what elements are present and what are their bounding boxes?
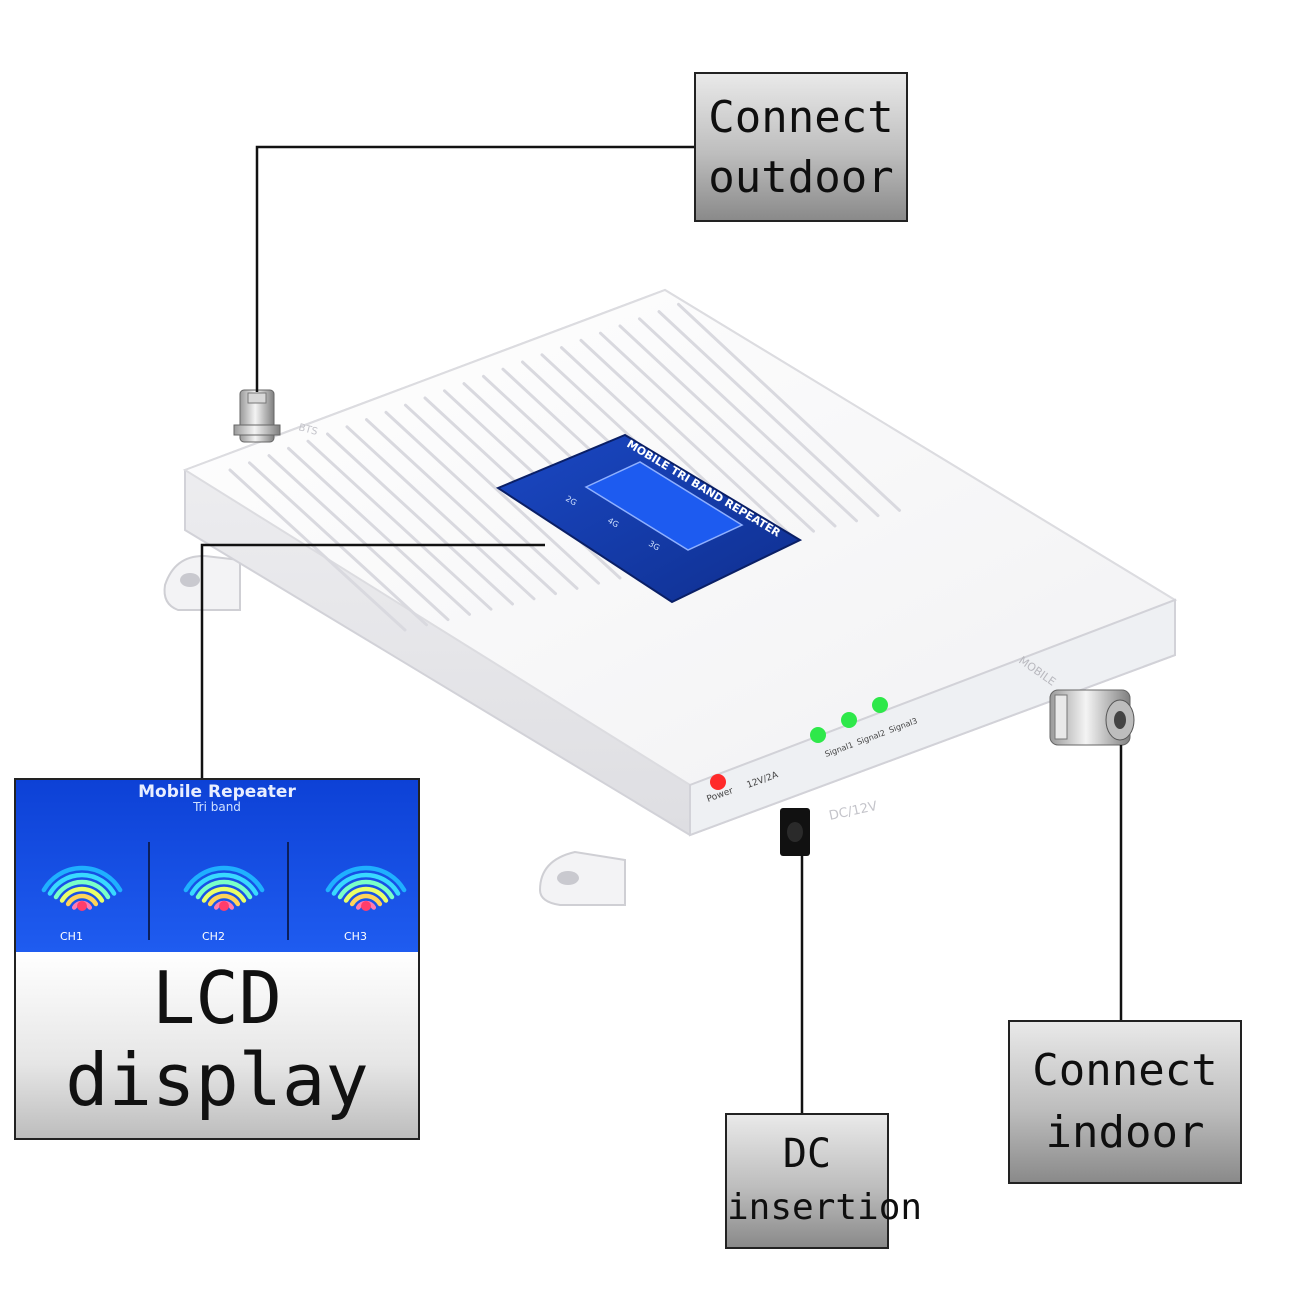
lcd-signal-arc xyxy=(47,872,117,896)
heatsink-groove xyxy=(579,338,794,538)
lcd-ch1-label: CH1 xyxy=(60,930,83,943)
lcd-caption: LCD display xyxy=(16,952,418,1138)
callout-dc-line1: DC xyxy=(782,1131,832,1177)
heatsink-groove xyxy=(384,410,579,590)
lcd-signal-arc xyxy=(183,865,265,893)
heatsink-groove xyxy=(677,302,901,512)
callout-connect-indoor: Connect indoor xyxy=(1008,1020,1242,1184)
heatsink-groove xyxy=(404,403,600,585)
heatsink-groove xyxy=(306,439,493,611)
callout-dc-insertion: DC insertion xyxy=(725,1113,923,1249)
heatsink-groove xyxy=(267,454,450,622)
callout-indoor-line2: indoor xyxy=(1045,1107,1205,1158)
callout-dc-line2: insertion xyxy=(727,1187,923,1228)
lcd-signal-arc xyxy=(189,872,259,896)
lcd-signal-arc xyxy=(201,886,247,903)
lcd-signal-dot xyxy=(361,901,371,911)
callout-outdoor-line1: Connect xyxy=(708,92,894,143)
heatsink-groove xyxy=(326,432,514,606)
leader-lines xyxy=(200,145,1123,1115)
lcd-signal-arc xyxy=(325,865,407,893)
mount-tab-bottom xyxy=(538,850,626,906)
device-front-face xyxy=(689,598,1176,837)
lcd-subtitle: Tri band xyxy=(193,800,241,814)
callout-outdoor-line2: outdoor xyxy=(708,152,894,203)
mount-hole-bottom xyxy=(557,871,579,885)
lcd-signal-arc xyxy=(343,886,389,903)
lcd-signal-arc xyxy=(337,879,395,900)
lcd-ch2-label: CH2 xyxy=(202,930,225,943)
lcd-title: Mobile Repeater xyxy=(138,782,296,802)
heatsink-groove xyxy=(599,331,815,533)
lcd-signal-arc xyxy=(53,879,111,900)
heatsink-groove xyxy=(345,425,536,601)
signal1-led xyxy=(810,727,826,743)
signal2-led xyxy=(841,712,857,728)
callout-indoor-line1: Connect xyxy=(1032,1045,1218,1096)
lcd-signal-dot xyxy=(219,901,229,911)
lcd-signal-arc xyxy=(59,886,105,903)
lcd-screen-zoom: Mobile Repeater Tri band CH1 CH2 CH3 xyxy=(16,780,418,952)
heatsink-groove xyxy=(638,317,858,523)
heatsink-groove xyxy=(365,418,557,596)
lcd-signal-dot xyxy=(77,901,87,911)
lcd-signal-arc xyxy=(349,893,383,907)
bts-port-label: BTS xyxy=(297,422,319,438)
heatsink-groove xyxy=(657,310,880,518)
power-led xyxy=(710,774,726,790)
signal3-led xyxy=(872,697,888,713)
lcd-signal-arc xyxy=(207,893,241,907)
lcd-ch3-label: CH3 xyxy=(344,930,367,943)
lcd-signal-arc xyxy=(65,893,99,907)
callout-connect-outdoor: Connect outdoor xyxy=(694,72,908,222)
mount-hole-left xyxy=(180,573,200,587)
heatsink-groove xyxy=(228,468,407,632)
heatsink-groove xyxy=(618,324,837,528)
indoor-connector xyxy=(1049,689,1135,746)
lcd-signal-arc xyxy=(331,872,401,896)
lcd-caption-line2: display xyxy=(65,1038,369,1122)
lcd-signal-arc xyxy=(41,865,123,893)
heatsink-groove xyxy=(287,446,471,616)
lcd-signal-arc xyxy=(195,879,253,900)
lcd-caption-line1: LCD xyxy=(151,956,283,1040)
dc-port-label: DC/12V xyxy=(828,799,879,824)
lcd-signal-graphics xyxy=(41,842,407,940)
outdoor-connector xyxy=(233,389,281,443)
lcd-display-callout: Mobile Repeater Tri band CH1 CH2 CH3 LCD… xyxy=(14,778,420,1140)
